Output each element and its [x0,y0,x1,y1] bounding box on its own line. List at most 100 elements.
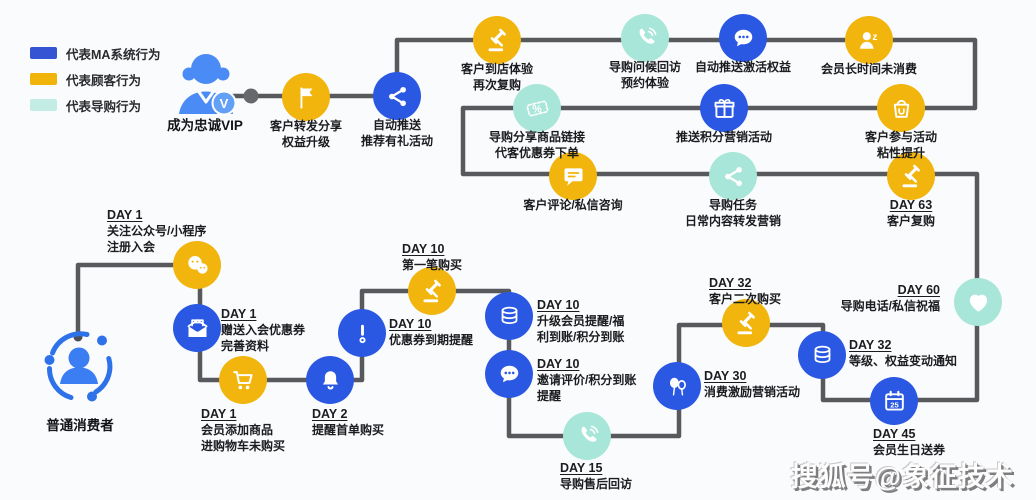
node-day1a [173,241,221,289]
legend-label: 代表导购行为 [66,99,142,114]
node-label-line: 客户转发分享 [269,119,343,133]
node-label-line: 提醒 [537,389,562,403]
node-day32b [798,331,846,379]
node-day10d [485,350,533,398]
node-label-review: 客户评论/私信咨询 [523,197,622,213]
node-label-sticky: 客户参与活动粘性提升 [865,129,937,161]
gavel-icon [484,27,511,54]
consumer-label: 普通消费者 [46,418,114,433]
vip-avatar: V [167,50,245,121]
node-label-activate: 自动推送激活权益 [695,59,791,75]
legend-label: 代表MA系统行为 [66,47,161,62]
node-day2 [306,356,354,404]
coupon-icon: % [524,95,551,122]
gavel-icon [898,163,925,190]
day-label: DAY 32 [849,338,892,352]
node-label-line: 进购物车未购买 [201,439,286,453]
chat-icon [496,361,523,388]
gavel-icon [733,310,760,337]
node-label-sharelink: 导购分享商品链接代客优惠券下单 [489,129,585,161]
legend-swatch-ma [30,47,57,59]
day-label: DAY 1 [201,407,237,421]
coins-icon [809,342,836,369]
node-label-line: 推荐有礼活动 [360,134,434,148]
node-day45: 25 [870,377,918,425]
node-activate [719,14,767,62]
node-label-day10a: DAY 10 优惠券到期提醒 [389,316,473,348]
node-label-line: 优惠券到期提醒 [389,333,474,347]
watermark: 搜狐号@象征技术 [790,462,1014,492]
svg-text:%: % [532,103,542,115]
node-label-line: 完善资料 [221,339,270,353]
node-day15 [563,412,611,460]
chat-icon [730,25,757,52]
node-label-forward: 客户转发分享权益升级 [270,118,342,150]
node-label-line: 客户到店体验 [460,62,534,76]
node-label-greet: 导购问候回访预约体验 [609,59,681,91]
legend-item-ma: 代表MA系统行为 [30,47,160,62]
node-label-line: 客户复购 [886,214,936,228]
phone-icon [574,423,601,450]
node-day60 [954,278,1002,326]
person-z-icon: z [856,27,883,54]
day-label: DAY 63 [889,198,933,212]
day-label: DAY 45 [873,427,916,441]
day-label: DAY 10 [402,242,445,256]
day-label: DAY 32 [709,276,752,290]
node-points [700,84,748,132]
day-label: DAY 60 [897,283,940,297]
vip-label: 成为忠诚VIP [167,118,243,133]
legend-label: 代表顾客行为 [66,73,142,88]
bucket-icon [888,95,915,122]
calendar-icon: 25 [881,388,908,415]
node-day63 [887,152,935,200]
node-label-line: 导购分享商品链接 [488,130,586,144]
node-label-inactive: 会员长时间未消费 [821,61,917,77]
day-label: DAY 10 [537,357,580,371]
svg-text:z: z [872,31,877,42]
gavel-icon [419,278,446,305]
node-day1c [219,356,267,404]
node-label-day45: DAY 45 会员生日送券 [873,426,945,458]
coins-icon [496,303,523,330]
day-label: DAY 2 [312,407,348,421]
node-guidetask [709,152,757,200]
node-label-line: 会员生日送券 [873,443,946,457]
node-store [473,16,521,64]
node-label-line: 粘性提升 [876,146,926,160]
node-label-line: 代客优惠券下单 [494,146,580,160]
exclaim-icon [349,320,376,347]
node-autopush [373,72,421,120]
node-day1b [173,304,221,352]
node-day32a [722,299,770,347]
node-label-line: 推送积分营销活动 [675,130,773,144]
balloons-icon [664,373,691,400]
node-label-line: 关注公众号/小程序 [107,224,207,238]
node-label-line: 导购电话/私信祝福 [840,299,940,313]
node-label-line: 利到账/积分到账 [537,330,625,344]
node-label-line: 导购售后回访 [560,477,633,491]
node-label-line: 客户参与活动 [864,130,938,144]
node-day30 [653,362,701,410]
share-icon [720,163,747,190]
day-label: DAY 10 [389,317,432,331]
node-label-line: 导购任务 [708,198,758,212]
legend: 代表MA系统行为代表顾客行为代表导购行为 [30,47,160,125]
bell-icon [317,367,344,394]
node-review [549,152,597,200]
svg-text:25: 25 [890,400,899,409]
node-label-line: 导购问候回访 [608,60,682,74]
node-inactive: z [845,16,893,64]
node-day10a [338,309,386,357]
vip-badge: V [211,90,237,116]
flag-icon [293,84,320,111]
consumer-avatar [35,320,123,413]
node-label-autopush: 自动推送推荐有礼活动 [361,117,433,149]
